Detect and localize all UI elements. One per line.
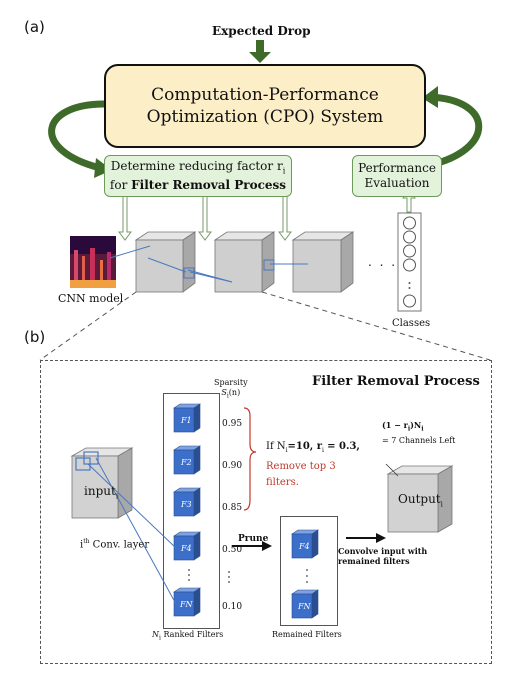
ranked-filter-cubes	[173, 403, 201, 617]
sparsity-value-5: 0.10	[222, 602, 243, 612]
condition-filters: filters.	[266, 477, 299, 488]
filter-cube-n	[173, 587, 201, 617]
convolve-text: Convolve input with remained filters	[338, 546, 428, 566]
filter-label-2: F2	[181, 458, 192, 467]
input-cube	[71, 455, 119, 519]
filter-removal-panel	[40, 360, 492, 664]
filter-cube-1	[173, 403, 201, 433]
cpo-title-line2: Optimization (CPO) System	[146, 107, 384, 127]
remained-filter-4	[291, 529, 319, 559]
filter-cube-2	[173, 445, 201, 475]
ranked-filters-caption: Ni Ranked Filters	[152, 630, 224, 642]
input-label: inputi	[84, 484, 119, 501]
filter-label-3: F3	[181, 500, 192, 509]
cnn-layer-2	[214, 239, 263, 293]
sparsity-arg: (n)	[228, 388, 241, 397]
output-channels: = 7 Channels Left	[382, 435, 456, 445]
left-curved-arrow	[48, 100, 105, 172]
output-cube	[387, 473, 439, 533]
input-to-filter4-line	[87, 463, 177, 549]
removal-bracket	[243, 407, 257, 511]
cnn-model-label: CNN model	[58, 292, 124, 305]
left-curved-arrow-head	[94, 158, 112, 178]
connection-line-1	[109, 245, 151, 259]
down-arrow-1	[118, 195, 132, 241]
layer-ellipsis: . . .	[368, 255, 398, 269]
condition-r-value: = 0.3,	[327, 441, 360, 452]
filter-label-1: F1	[181, 416, 192, 425]
expected-drop-label: Expected Drop	[212, 24, 311, 38]
kernel-box-2	[263, 259, 275, 271]
condition-remove: Remove top 3	[266, 461, 336, 472]
filter-label-n: FN	[180, 600, 193, 609]
sparsity-value-3: 0.85	[222, 503, 243, 513]
sparsity-label: Sparsity	[214, 378, 248, 387]
filter-removal-process-bold: Filter Removal Process	[131, 178, 287, 193]
panel-a-arrows	[39, 40, 491, 360]
zoom-line-left	[39, 291, 137, 360]
reducing-factor-box: Determine reducing factor ri for Filter …	[104, 155, 292, 197]
sparsity-symbol: S	[221, 388, 227, 397]
right-curved-arrow-head	[422, 86, 438, 108]
reducing-factor-for: for	[109, 178, 132, 193]
sparsity-header: Sparsity Si(n)	[214, 378, 248, 402]
panel-b-label: (b)	[24, 328, 46, 346]
remained-filter-label-n: FN	[298, 602, 311, 611]
remained-filters-caption: Remained Filters	[272, 630, 342, 639]
reducing-factor-text: Determine reducing factor r	[110, 158, 283, 173]
condition-if: If N	[266, 441, 286, 452]
down-arrow-3	[278, 195, 292, 241]
filter-cube-3	[173, 487, 201, 517]
cnn-layer-1	[135, 239, 184, 293]
panel-b-graphics	[70, 403, 454, 619]
sparsity-value-1: 0.95	[222, 419, 243, 429]
reducing-factor-sub: i	[282, 166, 286, 176]
remained-filter-n	[291, 589, 319, 619]
sparsity-value-4: 0.50	[222, 545, 243, 555]
output-label: Outputi	[398, 492, 443, 509]
input-to-filterN-line	[95, 457, 177, 605]
cpo-system-box: Computation-Performance Optimization (CP…	[104, 64, 426, 148]
filter-cube-4	[173, 531, 201, 561]
zoom-line-right	[261, 291, 491, 360]
condition-n-value: =10, r	[287, 441, 323, 452]
conv-layer-label: ith Conv. layer	[80, 538, 150, 551]
panel-a-label: (a)	[24, 18, 45, 36]
classes-label: Classes	[392, 318, 431, 329]
cnn-layer-3	[292, 239, 342, 293]
performance-line2: Evaluation	[364, 176, 430, 190]
cpo-title-line1: Computation-Performance	[151, 85, 379, 105]
performance-line1: Performance	[358, 161, 436, 175]
filter-label-4: F4	[181, 544, 192, 553]
sparsity-sub: i	[226, 392, 229, 400]
condition-text: If Ni=10, ri = 0.3, Remove top 3 filters…	[266, 439, 360, 491]
performance-evaluation-box: Performance Evaluation	[352, 155, 442, 197]
down-arrow-2	[198, 195, 212, 241]
remained-filter-label-4: F4	[299, 542, 310, 551]
right-curved-arrow	[429, 93, 483, 169]
expected-drop-arrow-shaft	[256, 40, 264, 54]
prune-label: Prune	[238, 534, 269, 544]
filter-removal-title: Filter Removal Process	[312, 374, 480, 389]
output-formula: (1 − ri)Ni = 7 Channels Left	[382, 420, 456, 445]
sparsity-value-2: 0.90	[222, 461, 243, 471]
expected-drop-arrow-head	[249, 52, 271, 63]
